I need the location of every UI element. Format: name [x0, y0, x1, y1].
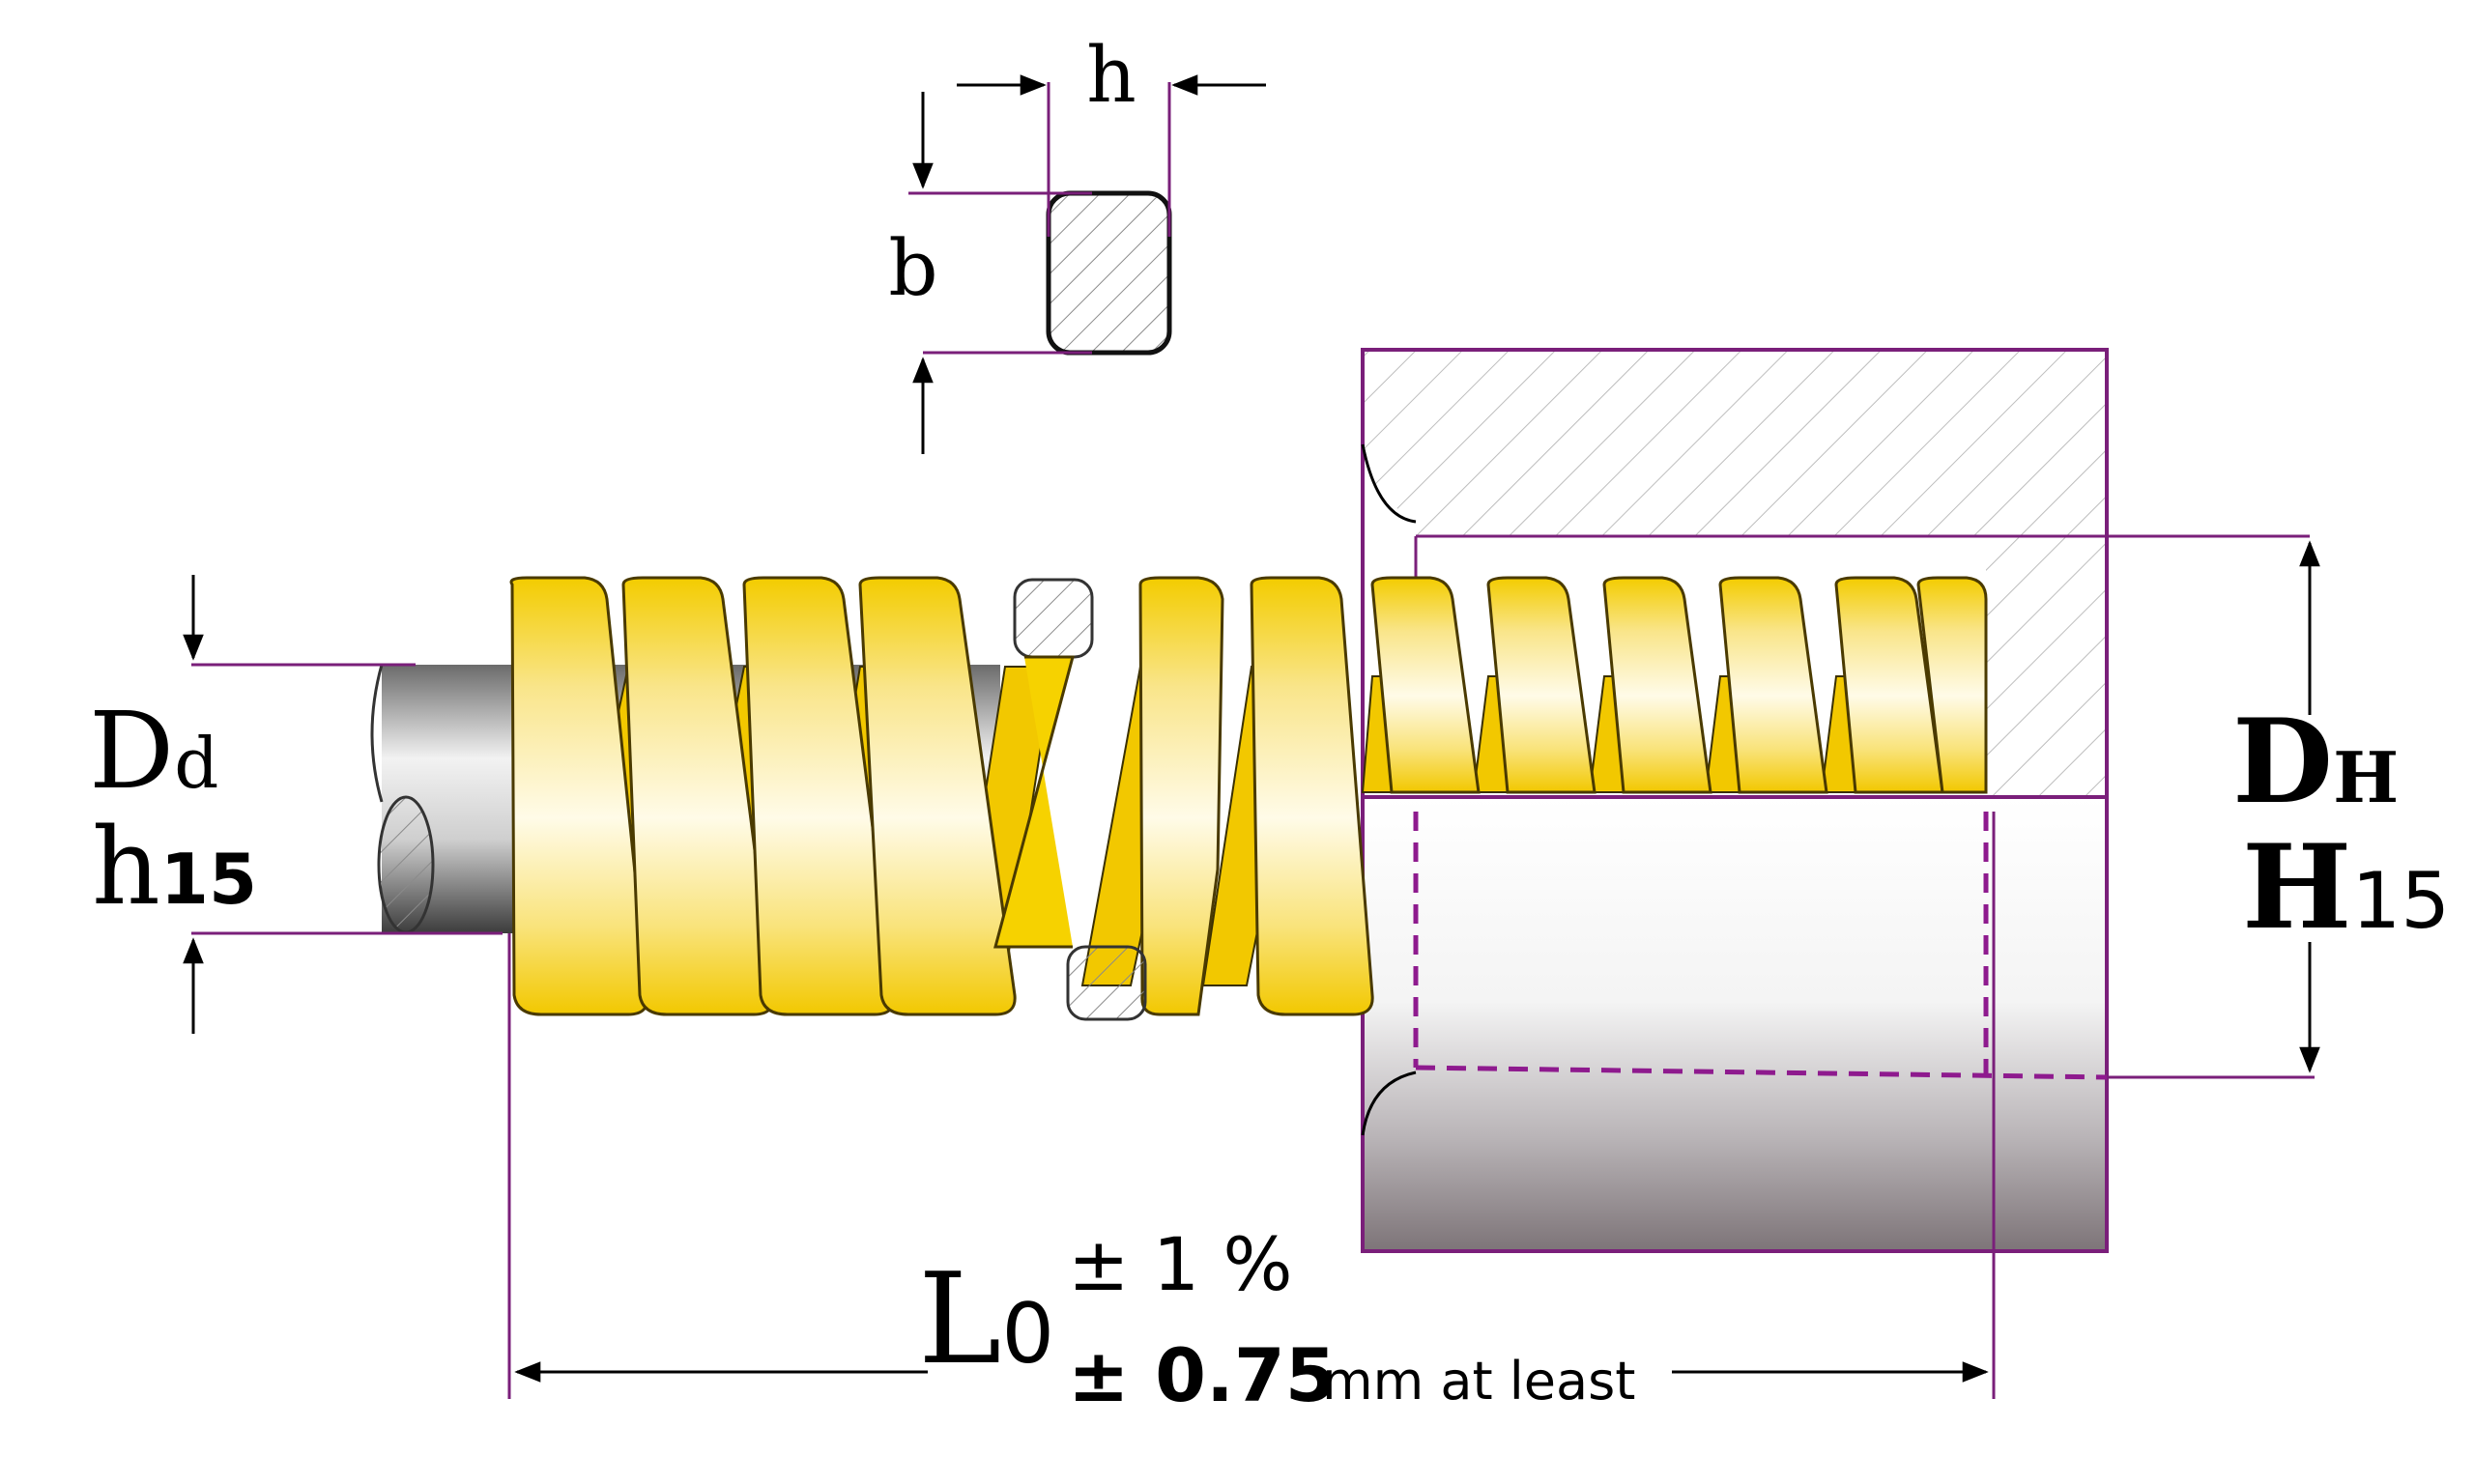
housing-chamfer-bottom [1361, 1070, 1417, 1136]
label-H15: H15 [2242, 819, 2450, 956]
coil-cut-section-bottom [1066, 945, 1147, 1021]
label-h: h [1086, 30, 1136, 120]
coil-12 [1916, 576, 1988, 794]
label-tolerance-percent: ± 1 % [1068, 1221, 1293, 1307]
coil-6 [1250, 576, 1374, 1016]
coil-7 [1370, 576, 1481, 794]
coil-4 [858, 576, 1017, 1016]
housing-bore [1363, 797, 2107, 1251]
label-dd: Dd [89, 689, 218, 813]
wire-profile [1046, 190, 1172, 356]
hidden-outline [1413, 812, 2108, 1080]
housing-block [1361, 348, 2310, 1253]
coil-5 [1138, 576, 1224, 1016]
label-h15: h15 [92, 805, 257, 928]
rod-diameter-dimension: Dd h15 [89, 575, 503, 1034]
free-length-dimension: L0 ± 1 % ± 0.75 mm at least [507, 812, 1996, 1418]
housing-hatch [1363, 350, 2107, 797]
coil-cut-section-top [1013, 578, 1094, 659]
coil-8 [1486, 576, 1597, 794]
coil-10 [1718, 576, 1828, 794]
hidden-bottom [1415, 1065, 2108, 1080]
die-spring [509, 576, 1988, 1021]
label-b: b [888, 223, 937, 313]
label-tolerance-mm: ± 0.75 [1068, 1332, 1337, 1418]
rod-end-arc [370, 664, 384, 803]
label-dh: DH [2232, 694, 2399, 830]
rod-section-end [377, 795, 435, 934]
hole-diameter-dimension: DH H15 [2107, 540, 2450, 1079]
coil-9 [1602, 576, 1712, 794]
coil-front-bars [509, 576, 1988, 1016]
wire-cross-section: h b [888, 30, 1266, 454]
coil-cut-bar [993, 655, 1075, 949]
coil-11 [1834, 576, 1944, 794]
housing-chamfer-top [1361, 443, 1417, 524]
label-lo: L0 [918, 1245, 1054, 1392]
housing-outline [1361, 348, 2109, 1253]
label-tolerance-note: mm at least [1322, 1351, 1635, 1412]
